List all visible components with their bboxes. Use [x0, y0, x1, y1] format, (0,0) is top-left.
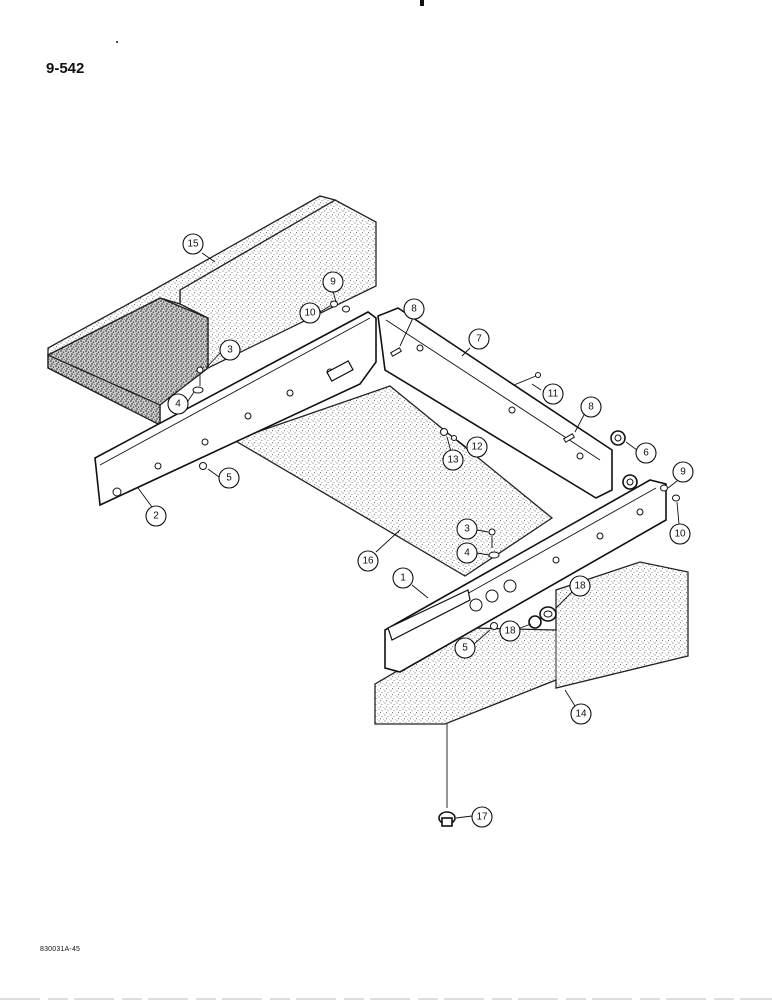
svg-text:13: 13 — [447, 455, 459, 466]
side-rail-part-1 — [384, 479, 667, 673]
svg-text:17: 17 — [476, 812, 488, 823]
callout-15: 15 — [182, 233, 204, 255]
top-edge-mark — [420, 0, 424, 6]
page-number: 9-542 — [46, 60, 85, 77]
svg-text:10: 10 — [304, 308, 316, 319]
callout-17: 17 — [471, 806, 493, 828]
callout-5: 5 — [218, 467, 240, 489]
callout-16: 16 — [357, 550, 379, 572]
callout-9: 9 — [322, 271, 344, 293]
callout-9: 9 — [672, 461, 694, 483]
svg-text:9: 9 — [330, 277, 336, 288]
svg-text:2: 2 — [153, 511, 159, 522]
svg-text:8: 8 — [588, 402, 594, 413]
svg-text:7: 7 — [476, 334, 482, 345]
callout-14: 14 — [570, 703, 592, 725]
callout-12: 12 — [466, 436, 488, 458]
callout-18: 18 — [569, 575, 591, 597]
callout-2: 2 — [145, 505, 167, 527]
callout-4: 4 — [456, 542, 478, 564]
callout-10: 10 — [299, 302, 321, 324]
svg-text:8: 8 — [411, 304, 417, 315]
callout-11: 11 — [542, 383, 564, 405]
stray-mark — [116, 41, 118, 43]
svg-text:4: 4 — [464, 548, 470, 559]
callout-6: 6 — [635, 442, 657, 464]
callout-10: 10 — [669, 523, 691, 545]
cross-member-part-7 — [377, 307, 613, 499]
callout-5: 5 — [454, 637, 476, 659]
side-rail-part-2 — [94, 311, 377, 507]
svg-text:4: 4 — [175, 399, 181, 410]
callout-18: 18 — [499, 620, 521, 642]
callout-3: 3 — [219, 339, 241, 361]
callout-13: 13 — [442, 449, 464, 471]
svg-text:5: 5 — [226, 473, 232, 484]
callout-8: 8 — [580, 396, 602, 418]
svg-text:18: 18 — [574, 581, 586, 592]
svg-text:5: 5 — [462, 643, 468, 654]
callout-4: 4 — [167, 393, 189, 415]
callout-8: 8 — [403, 298, 425, 320]
svg-text:9: 9 — [680, 467, 686, 478]
fasteners — [192, 300, 680, 827]
svg-text:3: 3 — [227, 345, 233, 356]
svg-text:10: 10 — [674, 529, 686, 540]
svg-text:15: 15 — [187, 239, 199, 250]
svg-text:11: 11 — [548, 389, 559, 400]
svg-text:16: 16 — [362, 556, 374, 567]
svg-text:18: 18 — [504, 626, 516, 637]
figure-code: 830031A-45 — [40, 946, 81, 953]
svg-text:1: 1 — [400, 573, 406, 584]
cushion-part-14 — [374, 561, 689, 725]
svg-text:12: 12 — [471, 442, 483, 453]
callout-3: 3 — [456, 518, 478, 540]
svg-text:6: 6 — [643, 448, 649, 459]
callout-7: 7 — [468, 328, 490, 350]
svg-text:14: 14 — [575, 709, 587, 720]
cushion-part-15 — [47, 195, 377, 427]
callout-1: 1 — [392, 567, 414, 589]
svg-text:3: 3 — [464, 524, 470, 535]
